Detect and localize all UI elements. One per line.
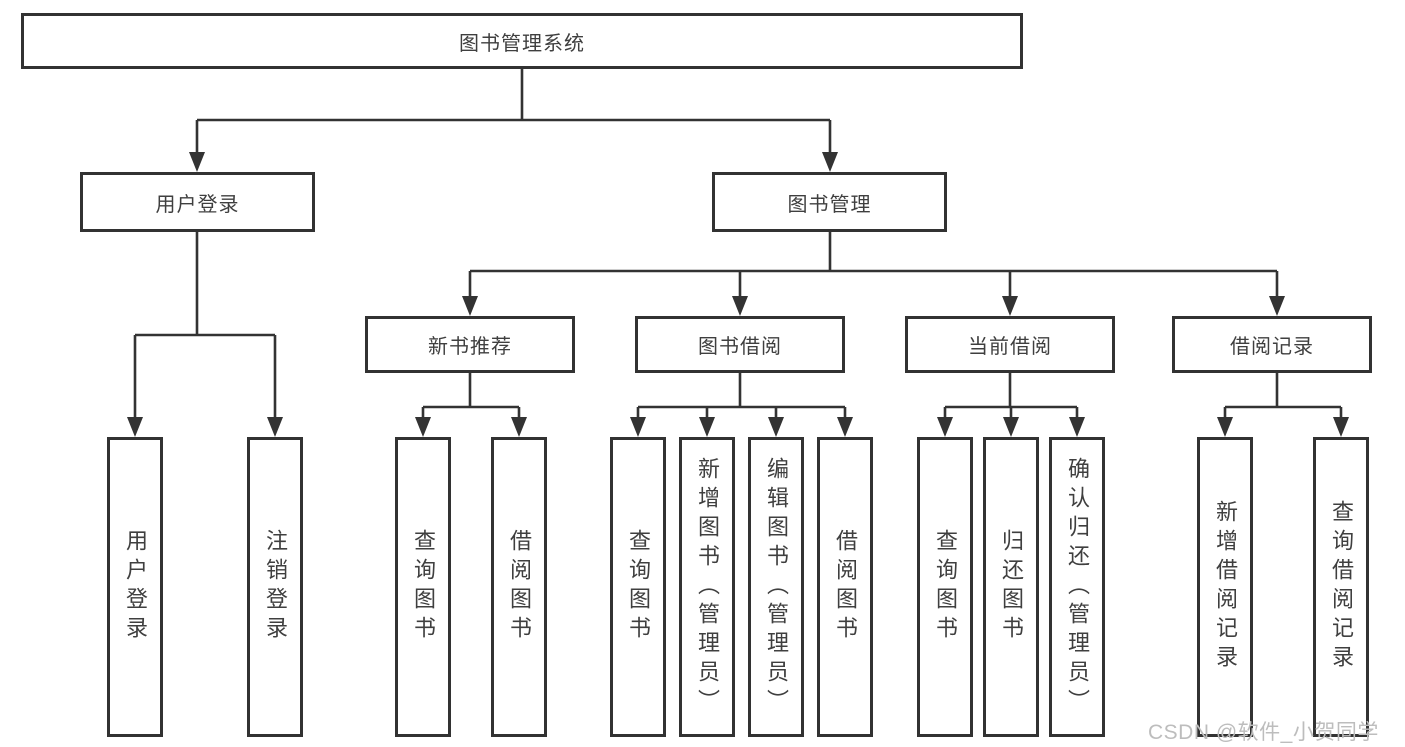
leaf-newbook-borrow-books: 借阅图书: [491, 437, 547, 737]
leaf-label: 查询图书: [933, 529, 958, 645]
leaf-label: 用户登录: [123, 529, 148, 645]
node-user-login: 用户登录: [80, 172, 315, 232]
node-label: 用户登录: [155, 193, 240, 216]
leaf-user-login: 用户登录: [107, 437, 163, 737]
csdn-watermark: CSDN @软件_小贺同学: [1148, 721, 1379, 744]
leaf-newbook-query-books: 查询图书: [395, 437, 451, 737]
leaf-label: 借阅图书: [507, 529, 532, 645]
leaf-borrow-query-books: 查询图书: [610, 437, 666, 737]
leaf-label: 借阅图书: [833, 529, 858, 645]
leaf-label: 归还图书: [999, 529, 1024, 645]
leaf-label: 查询借阅记录: [1329, 500, 1354, 674]
tree-edges: [133, 69, 1343, 418]
leaf-label: 查询图书: [411, 529, 436, 645]
leaf-records-add-borrow-record: 新增借阅记录: [1197, 437, 1253, 737]
leaf-logout: 注销登录: [247, 437, 303, 737]
leaf-label: 注销登录: [263, 529, 288, 645]
leaf-current-confirm-return-admin: 确认归还（管理员）: [1049, 437, 1105, 737]
leaf-label: 新增借阅记录: [1213, 500, 1238, 674]
leaf-label: 确认归还（管理员）: [1065, 456, 1090, 718]
leaf-borrow-borrow-books: 借阅图书: [817, 437, 873, 737]
node-book-borrow: 图书借阅: [635, 316, 845, 373]
node-borrow-records: 借阅记录: [1172, 316, 1372, 373]
leaf-label: 新增图书（管理员）: [695, 456, 720, 718]
node-new-book-recommend: 新书推荐: [365, 316, 575, 373]
node-label: 图书管理系统: [459, 32, 585, 55]
node-label: 图书借阅: [698, 336, 782, 358]
arrowheads: [127, 152, 1349, 437]
leaf-current-query-books: 查询图书: [917, 437, 973, 737]
node-label: 借阅记录: [1230, 336, 1314, 358]
leaf-current-return-books: 归还图书: [983, 437, 1039, 737]
node-root-system: 图书管理系统: [21, 13, 1023, 69]
leaf-label: 编辑图书（管理员）: [764, 456, 789, 718]
node-label: 新书推荐: [428, 336, 512, 358]
node-label: 图书管理: [787, 193, 872, 216]
leaf-borrow-add-books-admin: 新增图书（管理员）: [679, 437, 735, 737]
node-book-management: 图书管理: [712, 172, 947, 232]
node-label: 当前借阅: [968, 336, 1052, 358]
leaf-records-query-borrow-record: 查询借阅记录: [1313, 437, 1369, 737]
node-current-borrow: 当前借阅: [905, 316, 1115, 373]
leaf-borrow-edit-books-admin: 编辑图书（管理员）: [748, 437, 804, 737]
leaf-label: 查询图书: [626, 529, 651, 645]
